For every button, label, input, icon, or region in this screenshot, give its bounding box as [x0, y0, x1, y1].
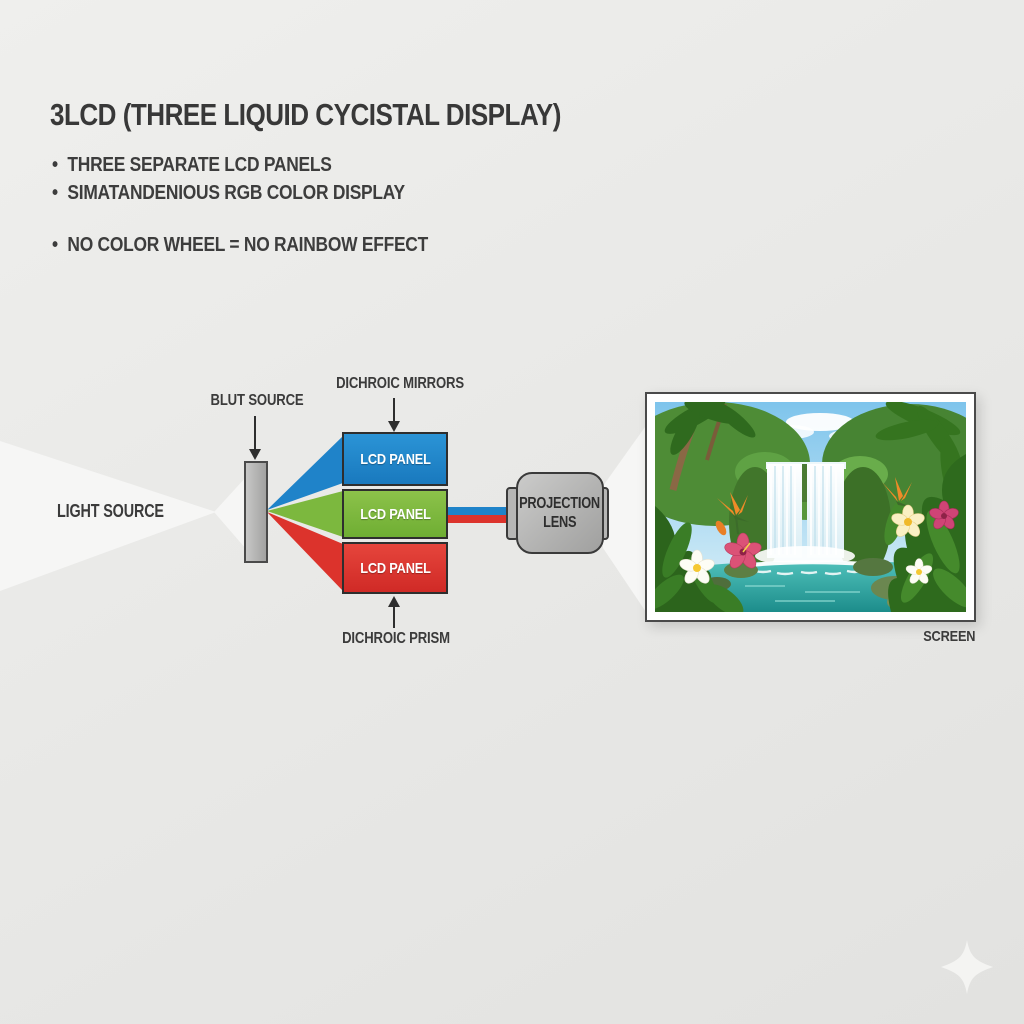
light-filter-slab [244, 461, 268, 563]
arrow-down-icon [249, 449, 261, 460]
white-light-wedge [214, 477, 246, 549]
lamp-label: BLUT SOURCE [210, 392, 304, 409]
sparkle-watermark-icon [941, 940, 993, 994]
white-light-cone-left [0, 441, 216, 591]
bullet-dot-icon: • [52, 154, 58, 176]
lcd-panel-blue: LCD PANEL [342, 432, 448, 486]
bullet-text: NO COLOR WHEEL = NO RAINBOW EFFECT [67, 234, 428, 256]
dichroic-prism-label: DICHROIC PRISM [342, 630, 450, 647]
bullet-text: SIMATANDENIOUS RGB COLOR DISPLAY [67, 182, 405, 204]
projection-lens-label-line1: PROJECTION [519, 495, 601, 512]
arrow-down-icon [388, 421, 400, 432]
bullet-item-2: • SIMATANDENIOUS RGB COLOR DISPLAY [52, 182, 405, 205]
blue-beam [267, 436, 343, 510]
combined-beam-blue [446, 507, 518, 515]
lcd-panel-label: LCD PANEL [359, 450, 431, 468]
combined-beam-red [446, 515, 518, 523]
projection-lens-label-line2: LENS [543, 514, 577, 531]
projection-cone [603, 420, 650, 618]
bullet-text: THREE SEPARATE LCD PANELS [67, 154, 332, 176]
lcd-panel-label: LCD PANEL [359, 559, 431, 577]
arrow-line [393, 606, 395, 628]
screen-label: SCREEN [922, 628, 975, 645]
screen-image [655, 402, 966, 612]
lcd-panel-red: LCD PANEL [342, 542, 448, 594]
lcd-panel-green: LCD PANEL [342, 489, 448, 539]
light-source-label: LIGHT SOURCE [57, 501, 164, 521]
bullet-item-3: • NO COLOR WHEEL = NO RAINBOW EFFECT [52, 234, 428, 257]
projection-screen [645, 392, 976, 622]
page-title: 3LCD (THREE LIQUID CYCISTAL DISPLAY) [50, 97, 561, 132]
arrow-line [393, 398, 395, 422]
dichroic-mirrors-label: DICHROIC MIRRORS [336, 375, 464, 392]
arrow-up-icon [388, 596, 400, 607]
projection-lens: PROJECTION LENS [516, 472, 604, 554]
bullet-item-1: • THREE SEPARATE LCD PANELS [52, 154, 332, 177]
green-beam [267, 491, 343, 537]
arrow-line [254, 416, 256, 450]
bullet-dot-icon: • [52, 234, 58, 256]
lcd-panel-label: LCD PANEL [359, 505, 431, 523]
bullet-dot-icon: • [52, 182, 58, 204]
red-beam [267, 512, 343, 591]
